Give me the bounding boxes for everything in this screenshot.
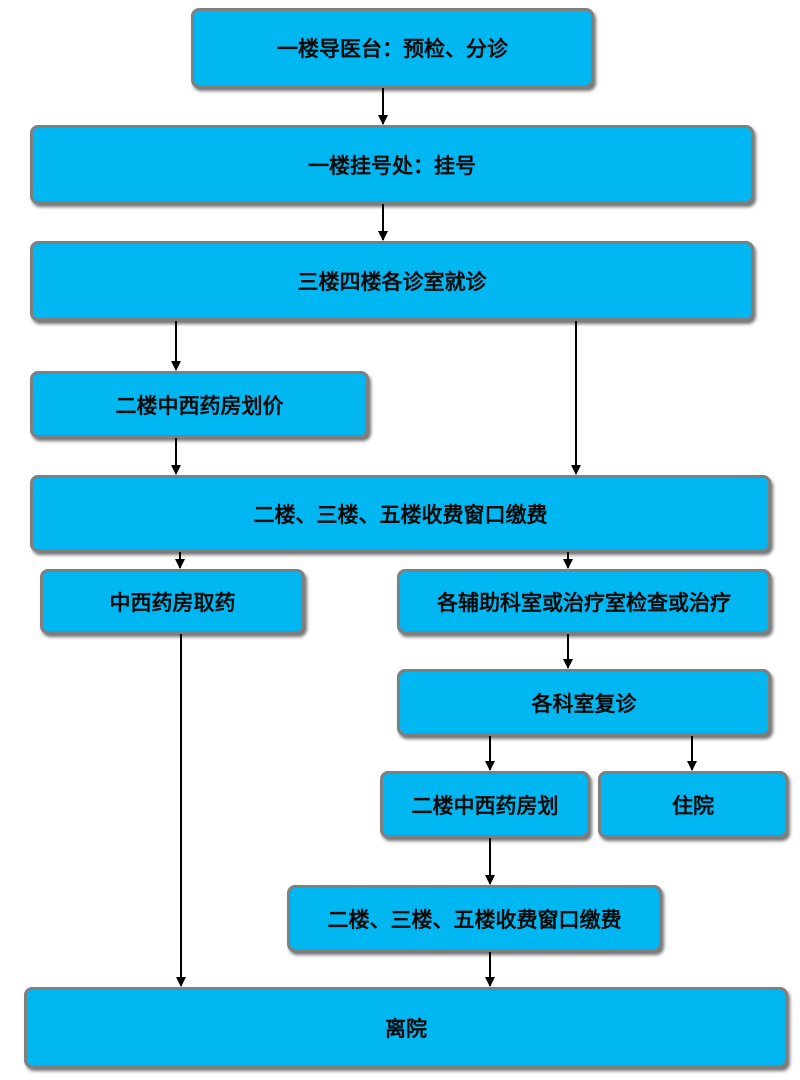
- examination-treatment-box: 各辅助科室或治疗室检查或治疗: [397, 569, 771, 634]
- discharge-box: 离院: [24, 987, 788, 1068]
- payment-window-box-2: 二楼、三楼、五楼收费窗口缴费: [287, 885, 662, 952]
- pharmacy-pricing-box-2: 二楼中西药房划: [380, 771, 590, 838]
- triage-desk-box: 一楼导医台：预检、分诊: [191, 8, 594, 88]
- hospitalization-box: 住院: [598, 771, 788, 838]
- pharmacy-pricing-box: 二楼中西药房划价: [30, 371, 369, 438]
- registration-box: 一楼挂号处：挂号: [30, 125, 754, 204]
- consultation-box: 三楼四楼各诊室就诊: [30, 241, 754, 321]
- follow-up-visit-box: 各科室复诊: [397, 669, 771, 736]
- pharmacy-pickup-box: 中西药房取药: [40, 569, 305, 634]
- payment-window-box: 二楼、三楼、五楼收费窗口缴费: [30, 475, 771, 552]
